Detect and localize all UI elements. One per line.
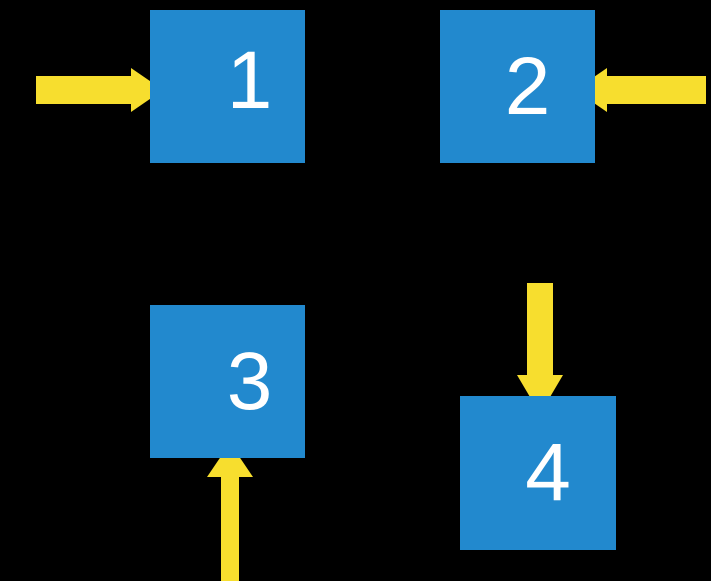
arrow-into-node-3 bbox=[207, 443, 253, 581]
arrow-down-shape bbox=[517, 283, 563, 414]
node-box-2-label: 2 bbox=[504, 40, 551, 132]
node-box-2[interactable]: 2 bbox=[440, 10, 595, 163]
arrow-into-node-1 bbox=[36, 68, 163, 112]
node-box-1-label: 1 bbox=[226, 34, 273, 126]
arrow-into-node-2 bbox=[575, 68, 706, 112]
arrow-into-node-4 bbox=[517, 283, 563, 414]
node-box-3-label: 3 bbox=[226, 335, 273, 427]
node-box-3[interactable]: 3 bbox=[150, 305, 305, 458]
arrow-left-shape bbox=[575, 68, 706, 112]
arrow-right-shape bbox=[36, 68, 163, 112]
node-box-1[interactable]: 1 bbox=[150, 10, 305, 163]
node-box-4-label: 4 bbox=[525, 427, 571, 518]
node-box-4[interactable]: 4 bbox=[460, 396, 616, 550]
arrow-up-shape bbox=[207, 443, 253, 581]
